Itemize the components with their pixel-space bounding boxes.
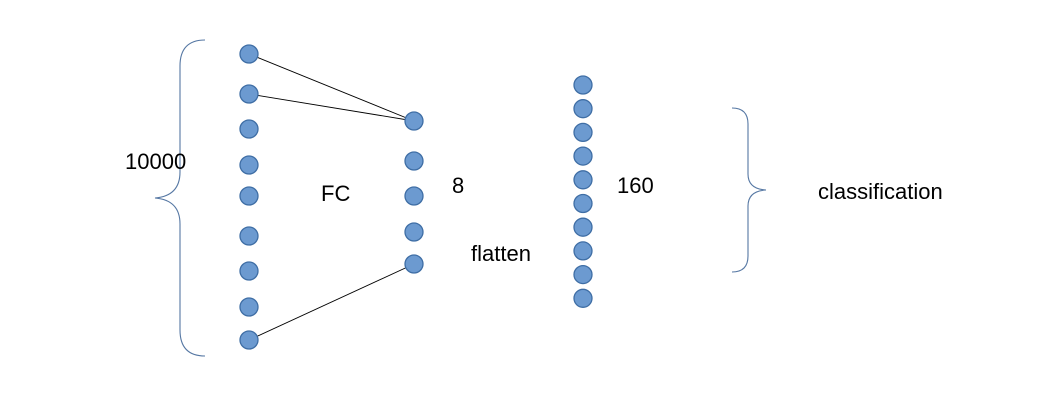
flatten-node [573, 217, 593, 237]
input-node [239, 186, 259, 206]
hidden-layer [404, 111, 424, 274]
flat-size-label: 160 [617, 173, 654, 198]
hidden-node [404, 222, 424, 242]
hidden-node [404, 186, 424, 206]
fc-label: FC [321, 181, 350, 206]
input-layer [239, 44, 259, 350]
flatten-node [573, 146, 593, 166]
flatten-node [573, 170, 593, 190]
flatten-label: flatten [471, 241, 531, 266]
connection-line [248, 93, 415, 122]
input-node [239, 84, 259, 104]
hidden-node [404, 111, 424, 131]
flatten-node [573, 122, 593, 143]
input-size-label: 10000 [125, 149, 186, 174]
classification-brace [731, 107, 767, 273]
flatten-layer [573, 75, 593, 308]
classification-label: classification [818, 179, 943, 204]
connection-line [248, 53, 415, 122]
input-node [239, 330, 259, 350]
input-node [239, 226, 259, 246]
hidden-size-label: 8 [452, 173, 464, 198]
hidden-node [404, 254, 424, 274]
flatten-node [573, 75, 593, 95]
flatten-node [573, 288, 593, 308]
input-node [239, 44, 259, 64]
connection-line [248, 263, 415, 341]
flatten-node [573, 241, 593, 261]
flatten-node [573, 99, 593, 119]
hidden-node [404, 151, 424, 171]
input-node [239, 261, 259, 281]
flatten-node [573, 193, 593, 214]
input-node [239, 155, 259, 175]
fc-connections [248, 53, 415, 341]
input-layer-brace [154, 39, 206, 357]
input-node [239, 119, 259, 139]
flatten-node [573, 264, 593, 285]
input-node [239, 297, 259, 317]
